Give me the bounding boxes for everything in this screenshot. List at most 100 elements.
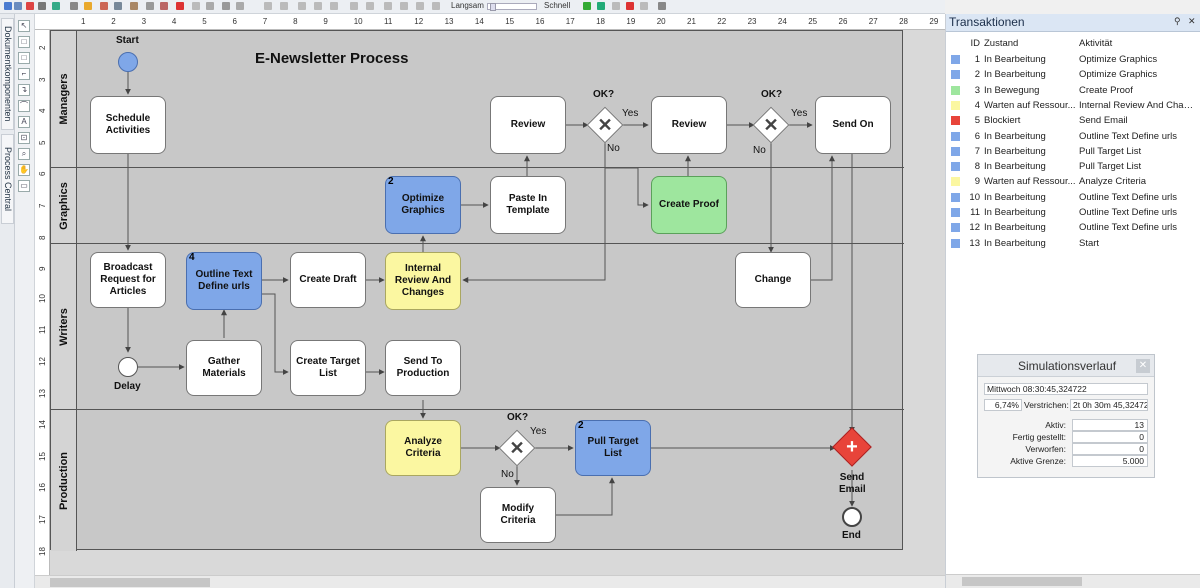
sim-pause-icon[interactable] xyxy=(612,2,620,10)
link-icon[interactable] xyxy=(298,2,306,10)
transaction-activity: Pull Target List xyxy=(1079,161,1142,173)
tab-process-central[interactable]: Process Central xyxy=(1,134,14,224)
sim-play-icon[interactable] xyxy=(583,2,591,10)
window-icon[interactable] xyxy=(264,2,272,10)
task-modify-criteria[interactable]: Modify Criteria xyxy=(480,487,556,543)
text-tool-icon[interactable]: A xyxy=(18,116,30,128)
column-activity[interactable]: Aktivität xyxy=(1079,38,1113,49)
lane-managers[interactable]: Managers xyxy=(51,31,904,168)
sim-step-icon[interactable] xyxy=(597,2,605,10)
tab-document-components[interactable]: Dokumentkomponenten xyxy=(1,18,14,130)
end-event[interactable] xyxy=(842,507,862,527)
container-tool-icon[interactable]: ▭ xyxy=(18,180,30,192)
task-create-proof[interactable]: Create Proof xyxy=(651,176,727,234)
task-send-on[interactable]: Send On xyxy=(815,96,891,154)
cup-icon[interactable] xyxy=(176,2,184,10)
shape-tool-icon[interactable]: □ xyxy=(18,36,30,48)
arc-tool-icon[interactable]: ⌒ xyxy=(18,100,30,112)
task-broadcast-request[interactable]: Broadcast Request for Articles xyxy=(90,252,166,308)
diagram-canvas[interactable]: Managers Graphics Writers Production xyxy=(50,30,945,575)
pointer-tool-icon[interactable]: ↖ xyxy=(18,20,30,32)
speed-slider[interactable] xyxy=(487,3,537,11)
connector-tool-icon[interactable]: ↴ xyxy=(18,84,30,96)
order-icon[interactable] xyxy=(400,2,408,10)
export-icon[interactable] xyxy=(236,2,244,10)
lane-production[interactable]: Production xyxy=(51,410,904,551)
lane-writers[interactable]: Writers xyxy=(51,244,904,410)
sim-grid-icon[interactable] xyxy=(658,2,666,10)
run-icon[interactable] xyxy=(52,2,60,10)
task-internal-review[interactable]: Internal Review And Changes xyxy=(385,252,461,310)
undo-icon[interactable] xyxy=(314,2,322,10)
scrollbar-thumb[interactable] xyxy=(50,578,210,587)
close-icon[interactable]: ✕ xyxy=(1136,359,1150,373)
copy-icon[interactable] xyxy=(114,2,122,10)
task-review-2[interactable]: Review xyxy=(651,96,727,154)
task-send-to-production[interactable]: Send To Production xyxy=(385,340,461,396)
task-paste-in-template[interactable]: Paste In Template xyxy=(490,176,566,234)
task-review-1[interactable]: Review xyxy=(490,96,566,154)
play-icon[interactable] xyxy=(4,2,12,10)
task-create-target-list[interactable]: Create Target List xyxy=(290,340,366,396)
zoom-region-icon[interactable]: ⊡ xyxy=(18,132,30,144)
sim-stop-icon[interactable] xyxy=(626,2,634,10)
pan-icon[interactable]: ✋ xyxy=(18,164,30,176)
cut-icon[interactable] xyxy=(206,2,214,10)
distribute-icon[interactable] xyxy=(384,2,392,10)
line-tool-icon[interactable]: ⌐ xyxy=(18,68,30,80)
close-icon[interactable]: ✕ xyxy=(1188,16,1196,26)
scrollbar-thumb[interactable] xyxy=(962,577,1082,586)
lightning-icon[interactable] xyxy=(84,2,92,10)
stop-icon[interactable] xyxy=(26,2,34,10)
task-analyze-criteria[interactable]: Analyze Criteria xyxy=(385,420,461,476)
ruler-h-tick: 20 xyxy=(656,17,666,26)
delay-event[interactable] xyxy=(118,357,138,377)
task-change[interactable]: Change xyxy=(735,252,811,308)
canvas-horizontal-scrollbar[interactable] xyxy=(35,575,945,588)
zoom-icon[interactable]: ⌕ xyxy=(18,148,30,160)
tool-icon[interactable] xyxy=(70,2,78,10)
column-id[interactable]: ID xyxy=(970,38,981,49)
transactions-horizontal-scrollbar[interactable] xyxy=(946,574,1200,588)
page-icon[interactable] xyxy=(192,2,200,10)
task-schedule-activities[interactable]: Schedule Activities xyxy=(90,96,166,154)
task-create-draft[interactable]: Create Draft xyxy=(290,252,366,308)
formula-icon[interactable] xyxy=(146,2,154,10)
align-icon[interactable] xyxy=(350,2,358,10)
filter-icon[interactable] xyxy=(160,2,168,10)
flag-icon[interactable] xyxy=(100,2,108,10)
sim-reset-icon[interactable] xyxy=(640,2,648,10)
step-icon[interactable] xyxy=(14,2,22,10)
shape2-tool-icon[interactable]: □ xyxy=(18,52,30,64)
pin-icon[interactable]: ⚲ xyxy=(1174,16,1181,26)
column-state[interactable]: Zustand xyxy=(984,38,1019,49)
group-icon[interactable] xyxy=(366,2,374,10)
more-icon[interactable] xyxy=(432,2,440,10)
paste-icon[interactable] xyxy=(222,2,230,10)
settings-icon[interactable] xyxy=(130,2,138,10)
record-icon[interactable] xyxy=(38,2,46,10)
redo-icon[interactable] xyxy=(330,2,338,10)
speed-slider-knob[interactable] xyxy=(490,3,496,11)
window2-icon[interactable] xyxy=(280,2,288,10)
layer-icon[interactable] xyxy=(416,2,424,10)
task-gather-materials[interactable]: Gather Materials xyxy=(186,340,262,396)
start-event[interactable] xyxy=(118,52,138,72)
lane-graphics[interactable]: Graphics xyxy=(51,168,904,244)
